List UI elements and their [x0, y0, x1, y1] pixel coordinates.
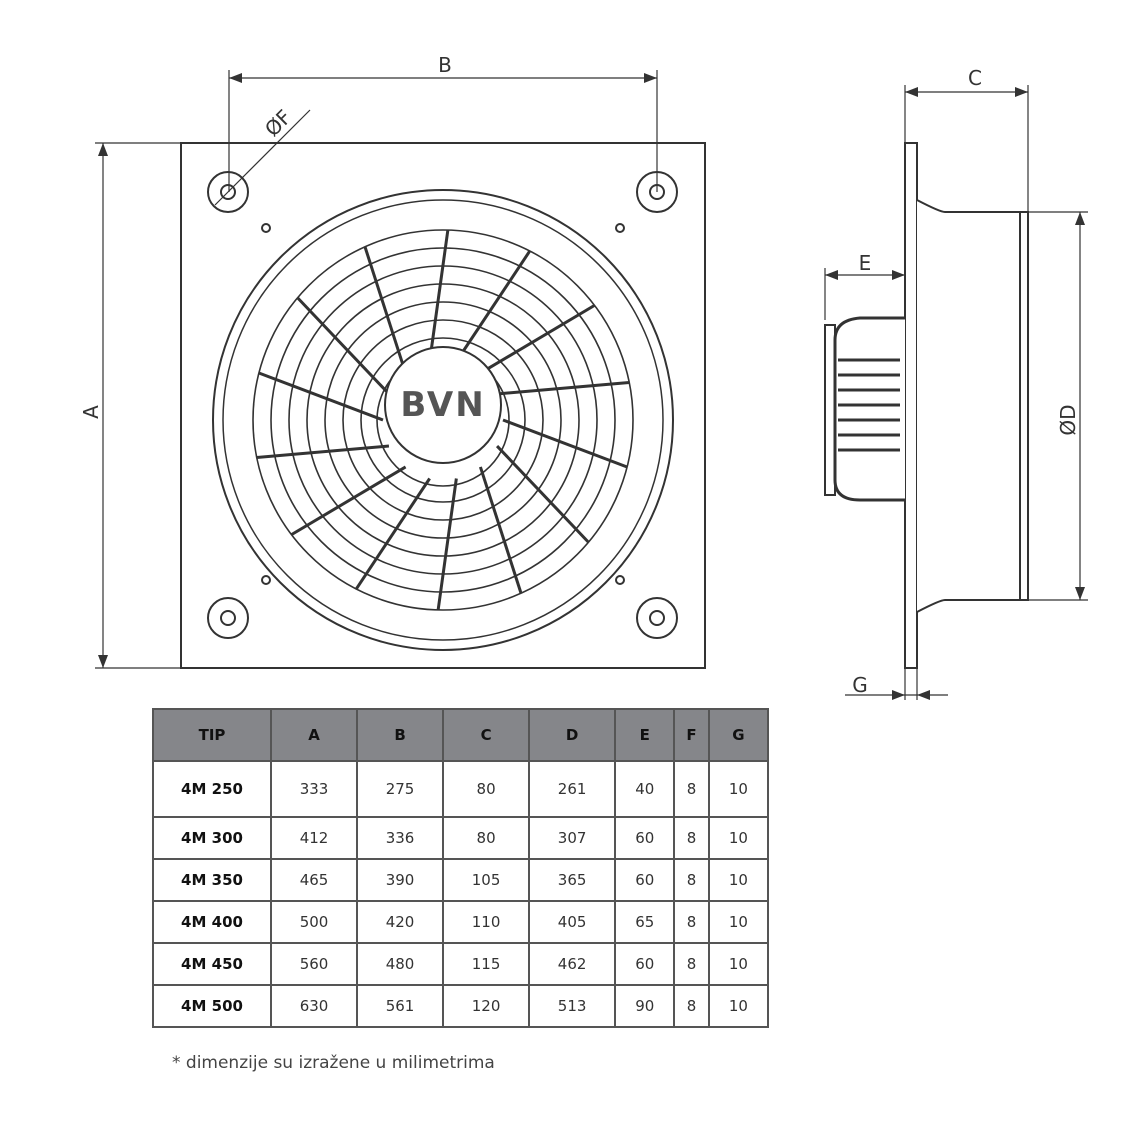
guard-spoke: [478, 466, 523, 594]
dim-e-label: E: [859, 251, 872, 275]
value-cell: 80: [442, 760, 531, 818]
dim-d-label: ØD: [1056, 404, 1080, 435]
value-cell: 60: [614, 942, 676, 986]
model-cell: 4M 450: [152, 942, 272, 986]
value-cell: 336: [356, 816, 445, 860]
value-cell: 60: [614, 858, 676, 902]
value-cell: 8: [673, 900, 710, 944]
column-header: D: [528, 708, 617, 762]
value-cell: 412: [269, 816, 359, 860]
guard-spoke: [354, 477, 431, 590]
value-cell: 8: [673, 858, 710, 902]
column-header: A: [269, 708, 359, 762]
value-cell: 462: [528, 942, 617, 986]
value-cell: 480: [356, 942, 445, 986]
guard-spoke: [479, 304, 596, 375]
value-cell: 10: [707, 900, 770, 944]
value-cell: 630: [269, 984, 359, 1028]
value-cell: 10: [707, 816, 770, 860]
guard-spoke: [428, 229, 450, 362]
guard-spoke: [502, 418, 628, 469]
value-cell: 8: [673, 816, 710, 860]
guard-spoke: [296, 296, 391, 396]
model-cell: 4M 350: [152, 858, 272, 902]
value-cell: 115: [442, 942, 531, 986]
value-cell: 333: [269, 760, 359, 818]
value-cell: 80: [442, 816, 531, 860]
value-cell: 420: [356, 900, 445, 944]
value-cell: 60: [614, 816, 676, 860]
side-view: [824, 142, 1029, 669]
guard-spoke: [256, 444, 390, 460]
guard-spoke: [495, 444, 590, 544]
guard-spoke: [363, 246, 408, 374]
dimension-lines: [95, 70, 1088, 700]
value-cell: 561: [356, 984, 445, 1028]
column-header: F: [673, 708, 710, 762]
value-cell: 105: [442, 858, 531, 902]
value-cell: 110: [442, 900, 531, 944]
dim-c-label: C: [968, 66, 982, 90]
column-header: TIP: [152, 708, 272, 762]
value-cell: 40: [614, 760, 676, 818]
value-cell: 65: [614, 900, 676, 944]
mounting-holes: [207, 171, 678, 639]
guard-spoke: [496, 380, 630, 396]
value-cell: 365: [528, 858, 617, 902]
value-cell: 307: [528, 816, 617, 860]
value-cell: 10: [707, 760, 770, 818]
value-cell: 8: [673, 760, 710, 818]
column-header: E: [614, 708, 676, 762]
footnote: * dimenzije su izražene u milimetrima: [172, 1053, 495, 1073]
logo-bvn: BVN: [400, 385, 485, 425]
guard-spoke: [258, 371, 384, 422]
model-cell: 4M 300: [152, 816, 272, 860]
guard-spoke: [436, 478, 458, 611]
value-cell: 275: [356, 760, 445, 818]
dim-a-label: A: [79, 405, 103, 419]
fan-guard: [252, 229, 634, 611]
model-cell: 4M 400: [152, 900, 272, 944]
value-cell: 10: [707, 858, 770, 902]
value-cell: 405: [528, 900, 617, 944]
model-cell: 4M 500: [152, 984, 272, 1028]
value-cell: 390: [356, 858, 445, 902]
value-cell: 8: [673, 942, 710, 986]
dim-g-label: G: [852, 673, 868, 697]
model-cell: 4M 250: [152, 760, 272, 818]
dim-b-label: B: [438, 53, 452, 77]
value-cell: 10: [707, 984, 770, 1028]
value-cell: 560: [269, 942, 359, 986]
technical-drawing: BVN A B ØF C ØD E G: [79, 53, 1088, 700]
value-cell: 500: [269, 900, 359, 944]
value-cell: 465: [269, 858, 359, 902]
value-cell: 513: [528, 984, 617, 1028]
guard-spokes: [256, 229, 630, 611]
guard-spoke: [290, 465, 407, 536]
value-cell: 120: [442, 984, 531, 1028]
value-cell: 10: [707, 942, 770, 986]
value-cell: 90: [614, 984, 676, 1028]
value-cell: 261: [528, 760, 617, 818]
column-header: G: [707, 708, 770, 762]
hub: [384, 346, 502, 464]
column-header: B: [356, 708, 445, 762]
dim-f-label: ØF: [260, 105, 296, 141]
orifice-ring: [212, 189, 674, 651]
guard-spoke: [455, 250, 532, 363]
value-cell: 8: [673, 984, 710, 1028]
column-header: C: [442, 708, 531, 762]
